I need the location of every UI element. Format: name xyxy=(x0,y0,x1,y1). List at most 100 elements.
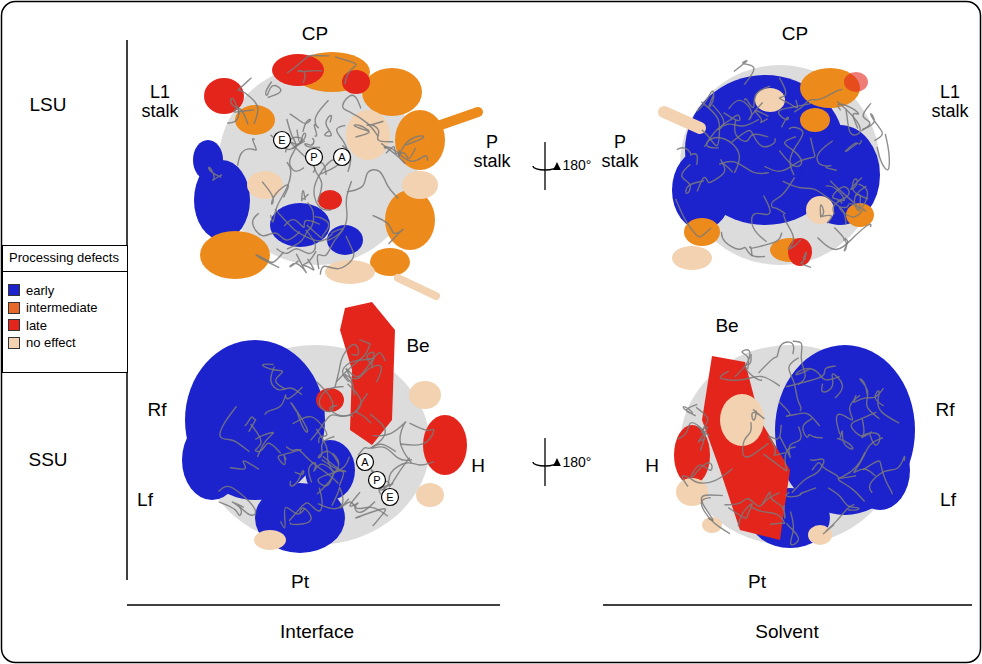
rrna-strand xyxy=(704,113,739,147)
rrna-strand xyxy=(787,512,799,545)
rrna-strand xyxy=(284,220,320,228)
rrna-strand xyxy=(779,78,797,108)
rrna-strand xyxy=(287,55,329,73)
rrna-strand xyxy=(343,95,378,136)
rrna-strand xyxy=(356,509,386,526)
rrna-strand xyxy=(354,125,369,137)
part-label: Be xyxy=(406,336,429,356)
rrna-strand xyxy=(298,71,322,83)
rrna-strand xyxy=(732,131,776,147)
rrna-strand xyxy=(729,100,763,119)
rrna-strand xyxy=(697,426,709,440)
legend-entry: late xyxy=(8,318,47,332)
rrna-strand xyxy=(271,367,302,395)
rrna-strand xyxy=(744,86,770,107)
rrna-strand xyxy=(400,423,434,445)
rrna-strand xyxy=(219,502,244,516)
part-label: Rf xyxy=(148,400,167,420)
rrna-strand xyxy=(230,461,259,469)
rrna-strand xyxy=(728,504,752,527)
lsu-interface-surface xyxy=(193,52,478,296)
rrna-strand xyxy=(701,498,729,534)
rrna-strand xyxy=(720,161,769,173)
part-label: L1 stalk xyxy=(925,83,975,121)
rrna-strand xyxy=(367,121,393,141)
rrna-strand xyxy=(759,342,794,373)
rrna-strand xyxy=(762,492,785,518)
site-letter: A xyxy=(355,452,375,472)
rrna-strand xyxy=(220,406,249,451)
rrna-strand xyxy=(676,199,711,237)
site-circle: E xyxy=(272,130,292,150)
rrna-strand xyxy=(277,230,316,254)
part-label: Rf xyxy=(936,400,955,420)
rrna-strand xyxy=(302,191,309,201)
rrna-strand xyxy=(862,114,882,141)
rrna-strand xyxy=(271,162,291,222)
column-rule xyxy=(127,604,500,606)
part-label: Pt xyxy=(748,572,766,592)
rrna-strand xyxy=(325,116,332,137)
rrna-strand xyxy=(219,486,256,515)
rrna-strand xyxy=(794,90,842,113)
legend-entry: no effect xyxy=(8,336,76,350)
rrna-strand xyxy=(712,105,758,130)
rrna-strand xyxy=(863,461,892,494)
rrna-strand xyxy=(834,227,847,250)
rrna-strand xyxy=(752,409,764,420)
rrna-strand xyxy=(734,61,754,85)
rrna-strand xyxy=(721,232,765,257)
rrna-strand xyxy=(840,204,867,217)
legend-swatch xyxy=(8,319,20,331)
rrna-strand xyxy=(255,432,273,456)
legend-text: early xyxy=(26,283,54,298)
rrna-strand xyxy=(838,452,865,501)
rrna-strand xyxy=(783,214,801,249)
ssu-solvent-surface xyxy=(674,345,915,548)
rrna-strand xyxy=(817,141,837,171)
rrna-strand xyxy=(290,254,306,273)
site-letter: E xyxy=(380,487,400,507)
part-label: CP xyxy=(302,24,328,44)
rrna-strand xyxy=(335,57,356,84)
rrna-strand xyxy=(314,160,336,210)
rrna-strand xyxy=(350,492,375,512)
legend-swatch xyxy=(8,284,20,296)
rrna-strand xyxy=(256,252,284,268)
rrna-strand xyxy=(291,403,308,432)
rrna-strand xyxy=(826,186,845,214)
rrna-strand xyxy=(290,471,304,486)
rrna-strand xyxy=(818,224,871,249)
rrna-strand xyxy=(309,463,335,483)
part-label: 180° xyxy=(563,158,592,173)
rrna-strand xyxy=(305,138,320,147)
rrna-strand xyxy=(384,147,427,162)
rrna-strand xyxy=(231,98,248,124)
site-circle: A xyxy=(332,147,352,167)
part-label: Be xyxy=(715,316,738,336)
part-label: Interface xyxy=(280,622,354,642)
part-label: Pt xyxy=(291,572,309,592)
rrna-strand xyxy=(786,366,836,387)
part-label: Processing defects xyxy=(9,251,119,265)
rrna-strand xyxy=(745,354,762,380)
rrna-strand xyxy=(690,463,712,478)
rrna-strand xyxy=(340,499,388,517)
rrna-strand xyxy=(266,82,281,98)
rrna-strand xyxy=(792,459,824,493)
part-label: H xyxy=(645,456,659,476)
rrna-strand xyxy=(743,422,769,457)
legend-swatch xyxy=(8,302,20,314)
rrna-strand xyxy=(801,252,811,268)
legend-text: no effect xyxy=(26,335,76,350)
rrna-strand xyxy=(697,91,714,111)
part-label: H xyxy=(471,456,485,476)
rrna-strand xyxy=(355,393,371,423)
site-letter: A xyxy=(332,147,352,167)
part-label: Solvent xyxy=(755,622,818,642)
rrna-strand xyxy=(820,205,831,223)
rrna-strand xyxy=(682,164,704,193)
rrna-strand xyxy=(678,423,705,451)
